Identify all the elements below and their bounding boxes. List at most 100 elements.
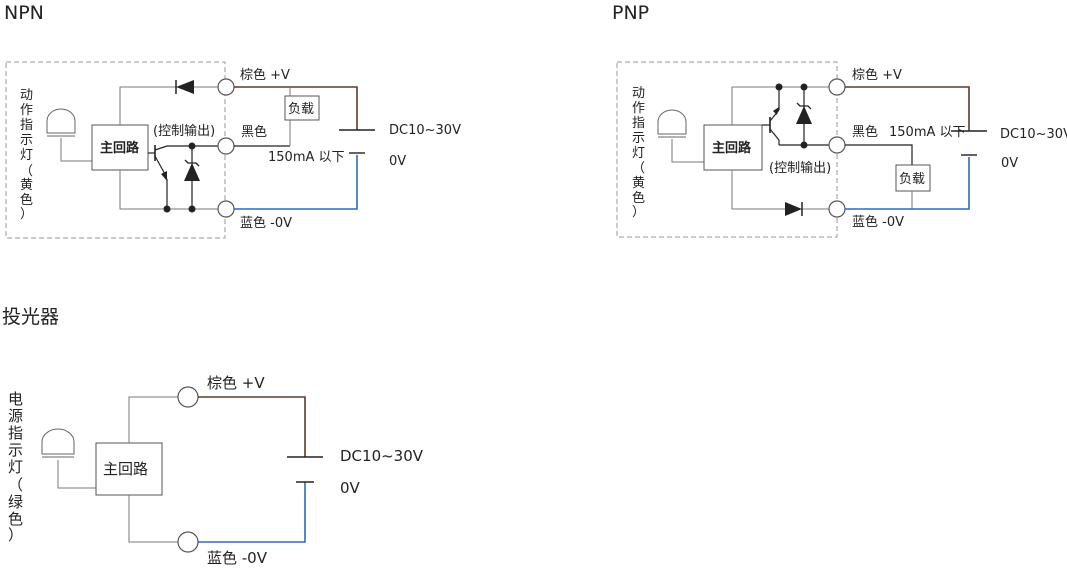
- npn-load-label: 负载: [288, 102, 314, 117]
- pnp-zero-label: 0V: [1001, 156, 1018, 171]
- pnp-transistor-icon: [762, 87, 829, 146]
- emitter-lamp-wire: [57, 460, 96, 489]
- emitter-brown-label: 棕色 +V: [207, 374, 265, 392]
- pnp-indicator-label-8: 色: [632, 190, 645, 206]
- pnp-indicator-label-6: （: [632, 161, 645, 176]
- pnp-indicator-lamp-icon: [657, 109, 687, 138]
- emitter-indicator-label-8: 色: [8, 510, 23, 528]
- npn-indicator-label-6: （: [20, 164, 33, 179]
- pnp-indicator-label-5: 灯: [632, 146, 645, 161]
- npn-indicator-label-3: 指: [20, 118, 33, 133]
- npn-indicator-label-8: 色: [20, 192, 33, 208]
- emitter-indicator-label-1: 电: [8, 390, 23, 408]
- pnp-dc-source-icon: [951, 130, 987, 156]
- pnp-zener-icon: [796, 87, 812, 145]
- pnp-current-label: 150mA 以下: [889, 125, 966, 140]
- emitter-blue-wire: [198, 482, 306, 543]
- npn-brown-label: 棕色 +V: [240, 67, 290, 83]
- emitter-indicator-label-4: 示: [8, 441, 23, 459]
- pnp-main-circuit-box: [703, 124, 763, 171]
- emitter-brown-wire: [198, 396, 306, 457]
- pnp-blue-label: 蓝色 -0V: [852, 214, 904, 230]
- pnp-diode-icon: [785, 202, 803, 216]
- pnp-junction-dot: [800, 141, 808, 149]
- emitter-zero-label: 0V: [340, 479, 361, 497]
- npn-indicator-label-1: 动: [20, 88, 33, 103]
- pnp-indicator-label-4: 示: [632, 131, 645, 146]
- pnp-blue-wire: [845, 157, 970, 210]
- emitter-internal-plus-wire: [128, 396, 180, 443]
- npn-indicator-label-2: 作: [20, 103, 33, 118]
- emitter-indicator-lamp-icon: [41, 428, 75, 458]
- pnp-brown-label: 棕色 +V: [852, 67, 902, 83]
- npn-lamp-wire: [60, 138, 92, 162]
- pnp-junction-dot: [800, 83, 808, 91]
- emitter-indicator-label-9: ）: [8, 526, 23, 544]
- pnp-main-circuit-label: 主回路: [712, 140, 752, 156]
- pnp-brown-wire: [845, 86, 970, 131]
- npn-terminal-black: [217, 137, 235, 155]
- npn-terminal-blue: [217, 200, 235, 218]
- pnp-load-label: 负载: [899, 172, 925, 187]
- pnp-terminal-brown: [828, 78, 846, 96]
- npn-junction-dot: [188, 205, 196, 213]
- pnp-indicator-label-7: 黄: [632, 176, 645, 191]
- pnp-diagram: PNP 动 作 指 示 灯 （ 黄 色 ） 主回路: [612, 2, 1067, 238]
- npn-dc-source-icon: [339, 129, 375, 154]
- npn-current-label: 150mA 以下: [268, 150, 345, 165]
- pnp-internal-plus-wire: [731, 86, 829, 125]
- npn-junction-dot: [188, 142, 196, 150]
- npn-blue-label: 蓝色 -0V: [240, 215, 292, 231]
- npn-dc-label: DC10~30V: [389, 123, 461, 138]
- emitter-indicator-label-2: 源: [8, 407, 23, 425]
- npn-black-label: 黑色: [241, 124, 267, 140]
- emitter-indicator-label-5: 灯: [8, 458, 23, 476]
- npn-indicator-label-7: 黄: [20, 178, 33, 193]
- emitter-indicator-label-7: 绿: [8, 493, 23, 511]
- npn-main-circuit-box: [91, 124, 149, 171]
- npn-indicator-lamp-icon: [46, 108, 76, 137]
- npn-brown-wire: [234, 86, 358, 130]
- npn-junction-dot: [163, 205, 171, 213]
- npn-terminal-brown: [217, 78, 235, 96]
- pnp-title: PNP: [612, 2, 649, 24]
- pnp-black-label: 黑色: [852, 124, 878, 140]
- emitter-diagram: 投光器 电 源 指 示 灯 （ 绿 色 ） 主回路 棕色 +V 蓝色 -0V D…: [2, 306, 424, 567]
- npn-diagram: NPN 动 作 指 示 灯 （ 黄 色 ） 主回路 (控制输出): [4, 2, 461, 239]
- pnp-load-box: [895, 164, 931, 192]
- emitter-indicator-label-3: 指: [8, 424, 23, 442]
- emitter-dc-source-icon: [287, 456, 323, 483]
- npn-internal-plus-wire: [119, 86, 218, 125]
- pnp-indicator-label-9: ）: [632, 205, 645, 220]
- npn-title: NPN: [4, 2, 44, 24]
- npn-diode-icon: [175, 80, 194, 94]
- pnp-lamp-wire: [671, 139, 704, 163]
- npn-indicator-label-9: ）: [20, 207, 33, 222]
- pnp-terminal-blue: [828, 200, 846, 218]
- emitter-dc-label: DC10~30V: [340, 447, 424, 465]
- npn-control-output-label: (控制输出): [153, 123, 215, 139]
- npn-transistor-icon: [148, 145, 218, 209]
- pnp-terminal-black: [828, 136, 846, 154]
- emitter-main-circuit-label: 主回路: [103, 460, 148, 478]
- pnp-dc-label: DC10~30V: [1000, 127, 1067, 142]
- emitter-internal-zero-wire: [128, 495, 180, 543]
- npn-main-circuit-label: 主回路: [100, 140, 140, 156]
- npn-zener-icon: [184, 146, 200, 209]
- emitter-blue-label: 蓝色 -0V: [207, 549, 268, 567]
- emitter-terminal-blue: [177, 531, 199, 553]
- emitter-indicator-label-6: （: [8, 476, 23, 494]
- pnp-indicator-label-3: 指: [632, 116, 645, 131]
- npn-indicator-label-4: 示: [20, 133, 33, 148]
- npn-blue-wire: [234, 155, 358, 210]
- npn-indicator-label-5: 灯: [20, 148, 33, 163]
- pnp-control-output-label: (控制输出): [769, 160, 831, 176]
- emitter-title: 投光器: [2, 306, 59, 328]
- npn-zero-label: 0V: [389, 154, 406, 169]
- pnp-junction-dot: [775, 83, 783, 91]
- npn-internal-zero-wire: [119, 170, 218, 210]
- pnp-indicator-label-2: 作: [632, 101, 645, 116]
- npn-load-box: [284, 95, 320, 121]
- pnp-black-wire: [845, 144, 913, 165]
